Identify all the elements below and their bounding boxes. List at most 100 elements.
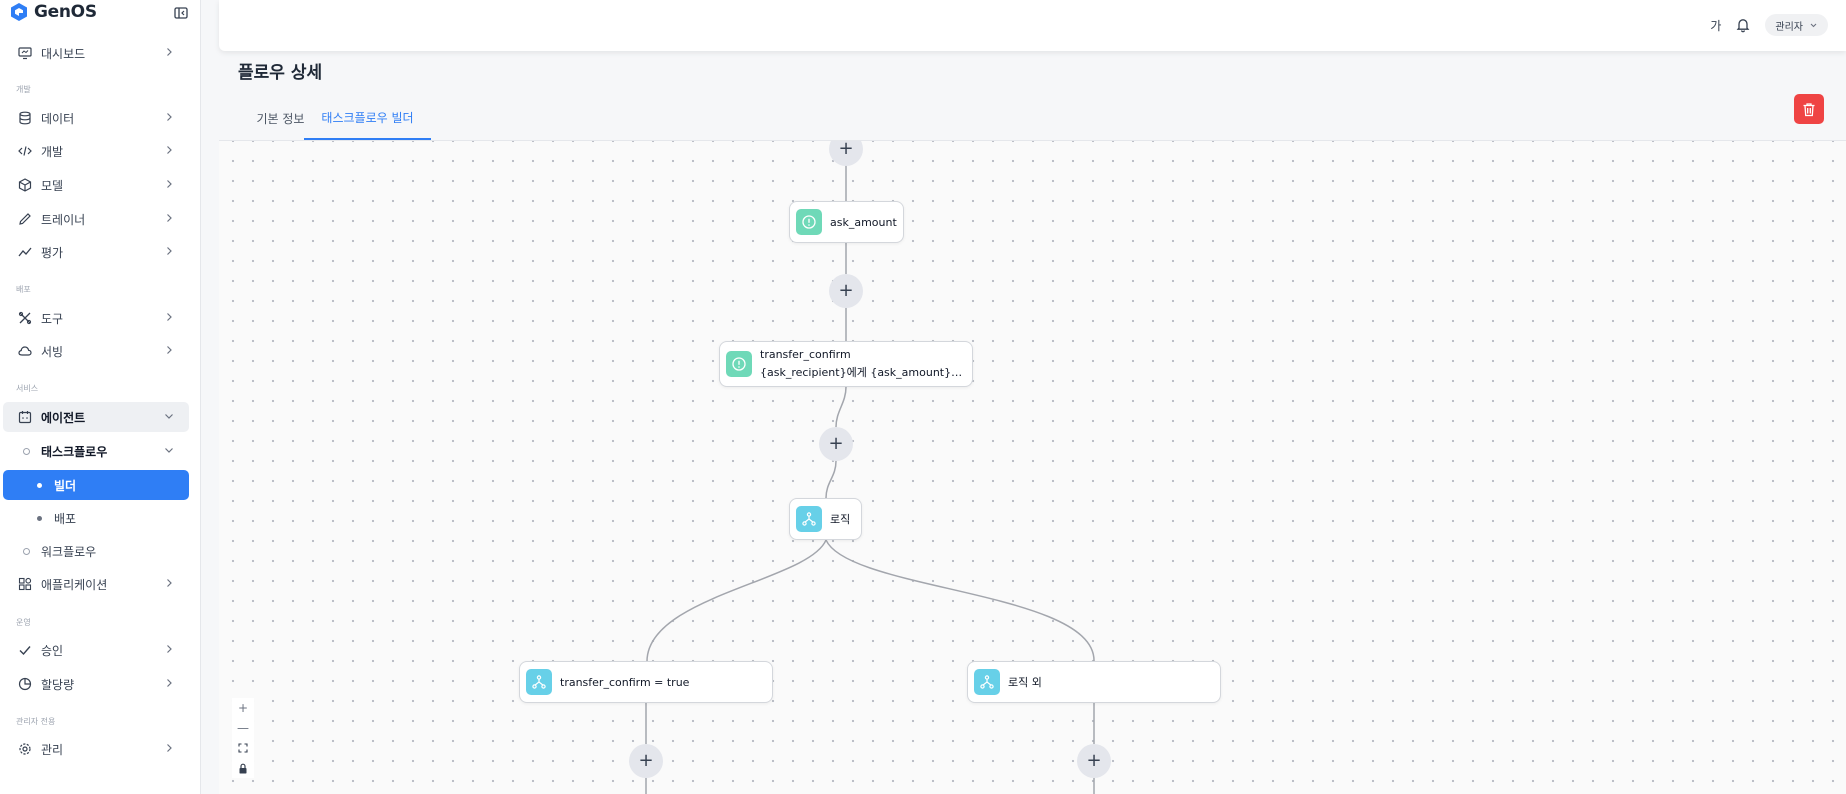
gear-icon	[17, 741, 33, 757]
plus-icon: +	[638, 750, 654, 771]
sidebar-item-development[interactable]: 개발	[3, 136, 189, 166]
plus-icon: +	[828, 433, 844, 454]
trend-line-icon	[17, 244, 33, 260]
circle-bullet-icon	[23, 547, 30, 555]
flow-node-branch-true[interactable]: transfer_confirm = true	[519, 661, 773, 703]
delete-button[interactable]	[1794, 94, 1824, 124]
cloud-icon	[17, 343, 33, 359]
branch-icon	[526, 669, 552, 695]
chevron-right-icon	[167, 679, 172, 687]
circle-bullet-icon	[23, 447, 30, 455]
sidebar-item-trainer[interactable]: 트레이너	[3, 204, 189, 234]
genos-logo-icon	[11, 3, 27, 21]
sidebar-item-label: 승인	[41, 643, 64, 658]
font-size-toggle[interactable]: 가	[1710, 18, 1722, 33]
alert-circle-icon	[796, 209, 822, 235]
sidebar-item-label: 도구	[41, 311, 64, 326]
section-label-admin: 관리자 전용	[16, 717, 56, 726]
sidebar-item-data[interactable]: 데이터	[3, 103, 189, 133]
page-title: 플로우 상세	[238, 63, 323, 83]
tools-icon	[17, 310, 33, 326]
calendar-icon	[17, 409, 33, 425]
node-text: transfer_confirm {ask_recipient}에게 {ask_…	[760, 348, 965, 380]
header-actions: 가 관리자	[1710, 14, 1828, 36]
add-step-button[interactable]: +	[829, 274, 863, 308]
fit-view-button[interactable]	[232, 738, 254, 758]
sidebar-item-label: 빌더	[54, 478, 77, 493]
alert-circle-icon	[726, 351, 752, 377]
add-step-button[interactable]: +	[1077, 744, 1111, 778]
lock-button[interactable]	[232, 758, 254, 778]
flow-node-ask-amount[interactable]: ask_amount	[789, 201, 904, 243]
add-step-button[interactable]: +	[819, 427, 853, 461]
sidebar-item-label: 애플리케이션	[41, 577, 108, 592]
sidebar-item-label: 관리	[41, 742, 64, 757]
sidebar-item-label: 대시보드	[41, 46, 86, 61]
node-label: 로직 외	[1008, 676, 1042, 689]
cube-icon	[17, 177, 33, 193]
code-icon	[17, 143, 33, 159]
zoom-in-button[interactable]: +	[232, 698, 254, 718]
app-logo[interactable]: GenOS	[10, 2, 97, 22]
sidebar-item-label: 모델	[41, 178, 64, 193]
sidebar-item-applications[interactable]: 애플리케이션	[3, 569, 189, 599]
flow-node-transfer-confirm[interactable]: transfer_confirm {ask_recipient}에게 {ask_…	[719, 341, 973, 387]
node-label: transfer_confirm = true	[560, 675, 690, 689]
database-icon	[17, 110, 33, 126]
plus-icon: +	[1086, 750, 1102, 771]
sidebar-item-management[interactable]: 관리	[3, 734, 189, 764]
sidebar-item-evaluation[interactable]: 평가	[3, 237, 189, 267]
flow-canvas[interactable]: + ask_amount + transfer_confirm {ask_rec…	[219, 141, 1846, 794]
sidebar-item-serving[interactable]: 서빙	[3, 336, 189, 366]
user-name: 관리자	[1775, 21, 1803, 33]
sidebar-item-tools[interactable]: 도구	[3, 303, 189, 333]
chevron-down-icon	[1810, 23, 1817, 27]
chevron-right-icon	[167, 247, 172, 255]
sidebar-item-model[interactable]: 모델	[3, 170, 189, 200]
sidebar-item-label: 태스크플로우	[41, 444, 108, 459]
sidebar-item-label: 개발	[41, 144, 64, 159]
dot-bullet-icon	[37, 515, 42, 521]
sidebar-item-workflow[interactable]: 워크플로우	[3, 536, 189, 566]
zoom-out-button[interactable]: —	[232, 718, 254, 738]
sidebar-item-label: 워크플로우	[41, 544, 97, 559]
fit-view-icon	[238, 743, 248, 753]
flow-node-logic[interactable]: 로직	[789, 498, 862, 540]
monitor-icon	[17, 45, 33, 61]
check-icon	[17, 642, 33, 658]
chevron-right-icon	[167, 645, 172, 653]
chevron-down-icon	[165, 448, 173, 453]
lock-icon	[239, 763, 247, 773]
sidebar-collapse-icon[interactable]	[173, 5, 189, 21]
bell-icon[interactable]	[1735, 17, 1751, 33]
sidebar-item-dashboard[interactable]: 대시보드	[3, 38, 189, 68]
chevron-right-icon	[167, 579, 172, 587]
chevron-right-icon	[167, 48, 172, 56]
chevron-right-icon	[167, 180, 172, 188]
edge-logic-to-else-branch	[825, 539, 1095, 663]
sidebar-item-quota[interactable]: 할당량	[3, 669, 189, 699]
sidebar: GenOS 대시보드 개발 데이터 개발 모델 트레이너 평가 배포	[0, 0, 201, 794]
node-label: transfer_confirm	[760, 348, 851, 361]
tab-taskflow-builder[interactable]: 태스크플로우 빌더	[304, 96, 431, 140]
sidebar-item-builder[interactable]: 빌더	[3, 470, 189, 500]
node-label: 로직	[830, 513, 851, 526]
user-menu[interactable]: 관리자	[1765, 14, 1828, 36]
tab-basic-info[interactable]: 기본 정보	[256, 111, 305, 126]
node-label: ask_amount	[830, 215, 897, 229]
sidebar-item-deploy[interactable]: 배포	[3, 503, 189, 533]
add-step-button[interactable]: +	[629, 744, 663, 778]
sidebar-item-taskflow[interactable]: 태스크플로우	[3, 436, 189, 466]
app-name: GenOS	[34, 2, 97, 22]
section-label-ops: 운영	[16, 618, 31, 627]
branch-icon	[974, 669, 1000, 695]
pencil-icon	[17, 211, 33, 227]
apps-grid-icon	[17, 576, 33, 592]
dot-bullet-icon	[37, 482, 42, 488]
top-header: 가 관리자	[219, 0, 1846, 51]
chevron-right-icon	[167, 346, 172, 354]
section-label-service: 서비스	[16, 384, 39, 393]
sidebar-item-approval[interactable]: 승인	[3, 635, 189, 665]
sidebar-item-agent[interactable]: 에이전트	[3, 402, 189, 432]
flow-node-branch-else[interactable]: 로직 외	[967, 661, 1221, 703]
